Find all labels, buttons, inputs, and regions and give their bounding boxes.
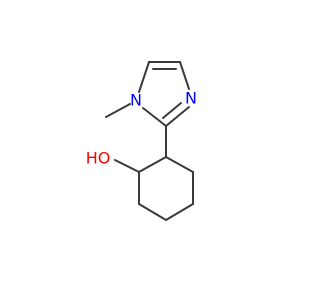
atom-label-n-methyl: N (130, 91, 142, 110)
cyclohexane-ring (138, 156, 194, 221)
bond-n3-c2 (165, 106, 190, 127)
bond-ch4-ch5 (165, 203, 194, 221)
bond-ch1-ch2 (138, 156, 167, 173)
bond-c4-n3 (179, 61, 190, 90)
bond-ch6-ch1 (165, 156, 194, 173)
imidazole-ring (138, 61, 190, 127)
molecule-structure: N N HO (86, 61, 197, 221)
bond-ch3-ch4 (138, 203, 167, 221)
bond-n1-methyl (105, 103, 131, 118)
atom-label-hydroxyl: HO (86, 149, 111, 168)
bond-ch2-hydroxyl (114, 159, 140, 173)
atom-label-n-ring: N (185, 89, 197, 108)
bond-c2-n1 (142, 107, 167, 127)
bond-n3-c2-inner (162, 102, 182, 119)
bond-n1-c5 (138, 61, 150, 93)
